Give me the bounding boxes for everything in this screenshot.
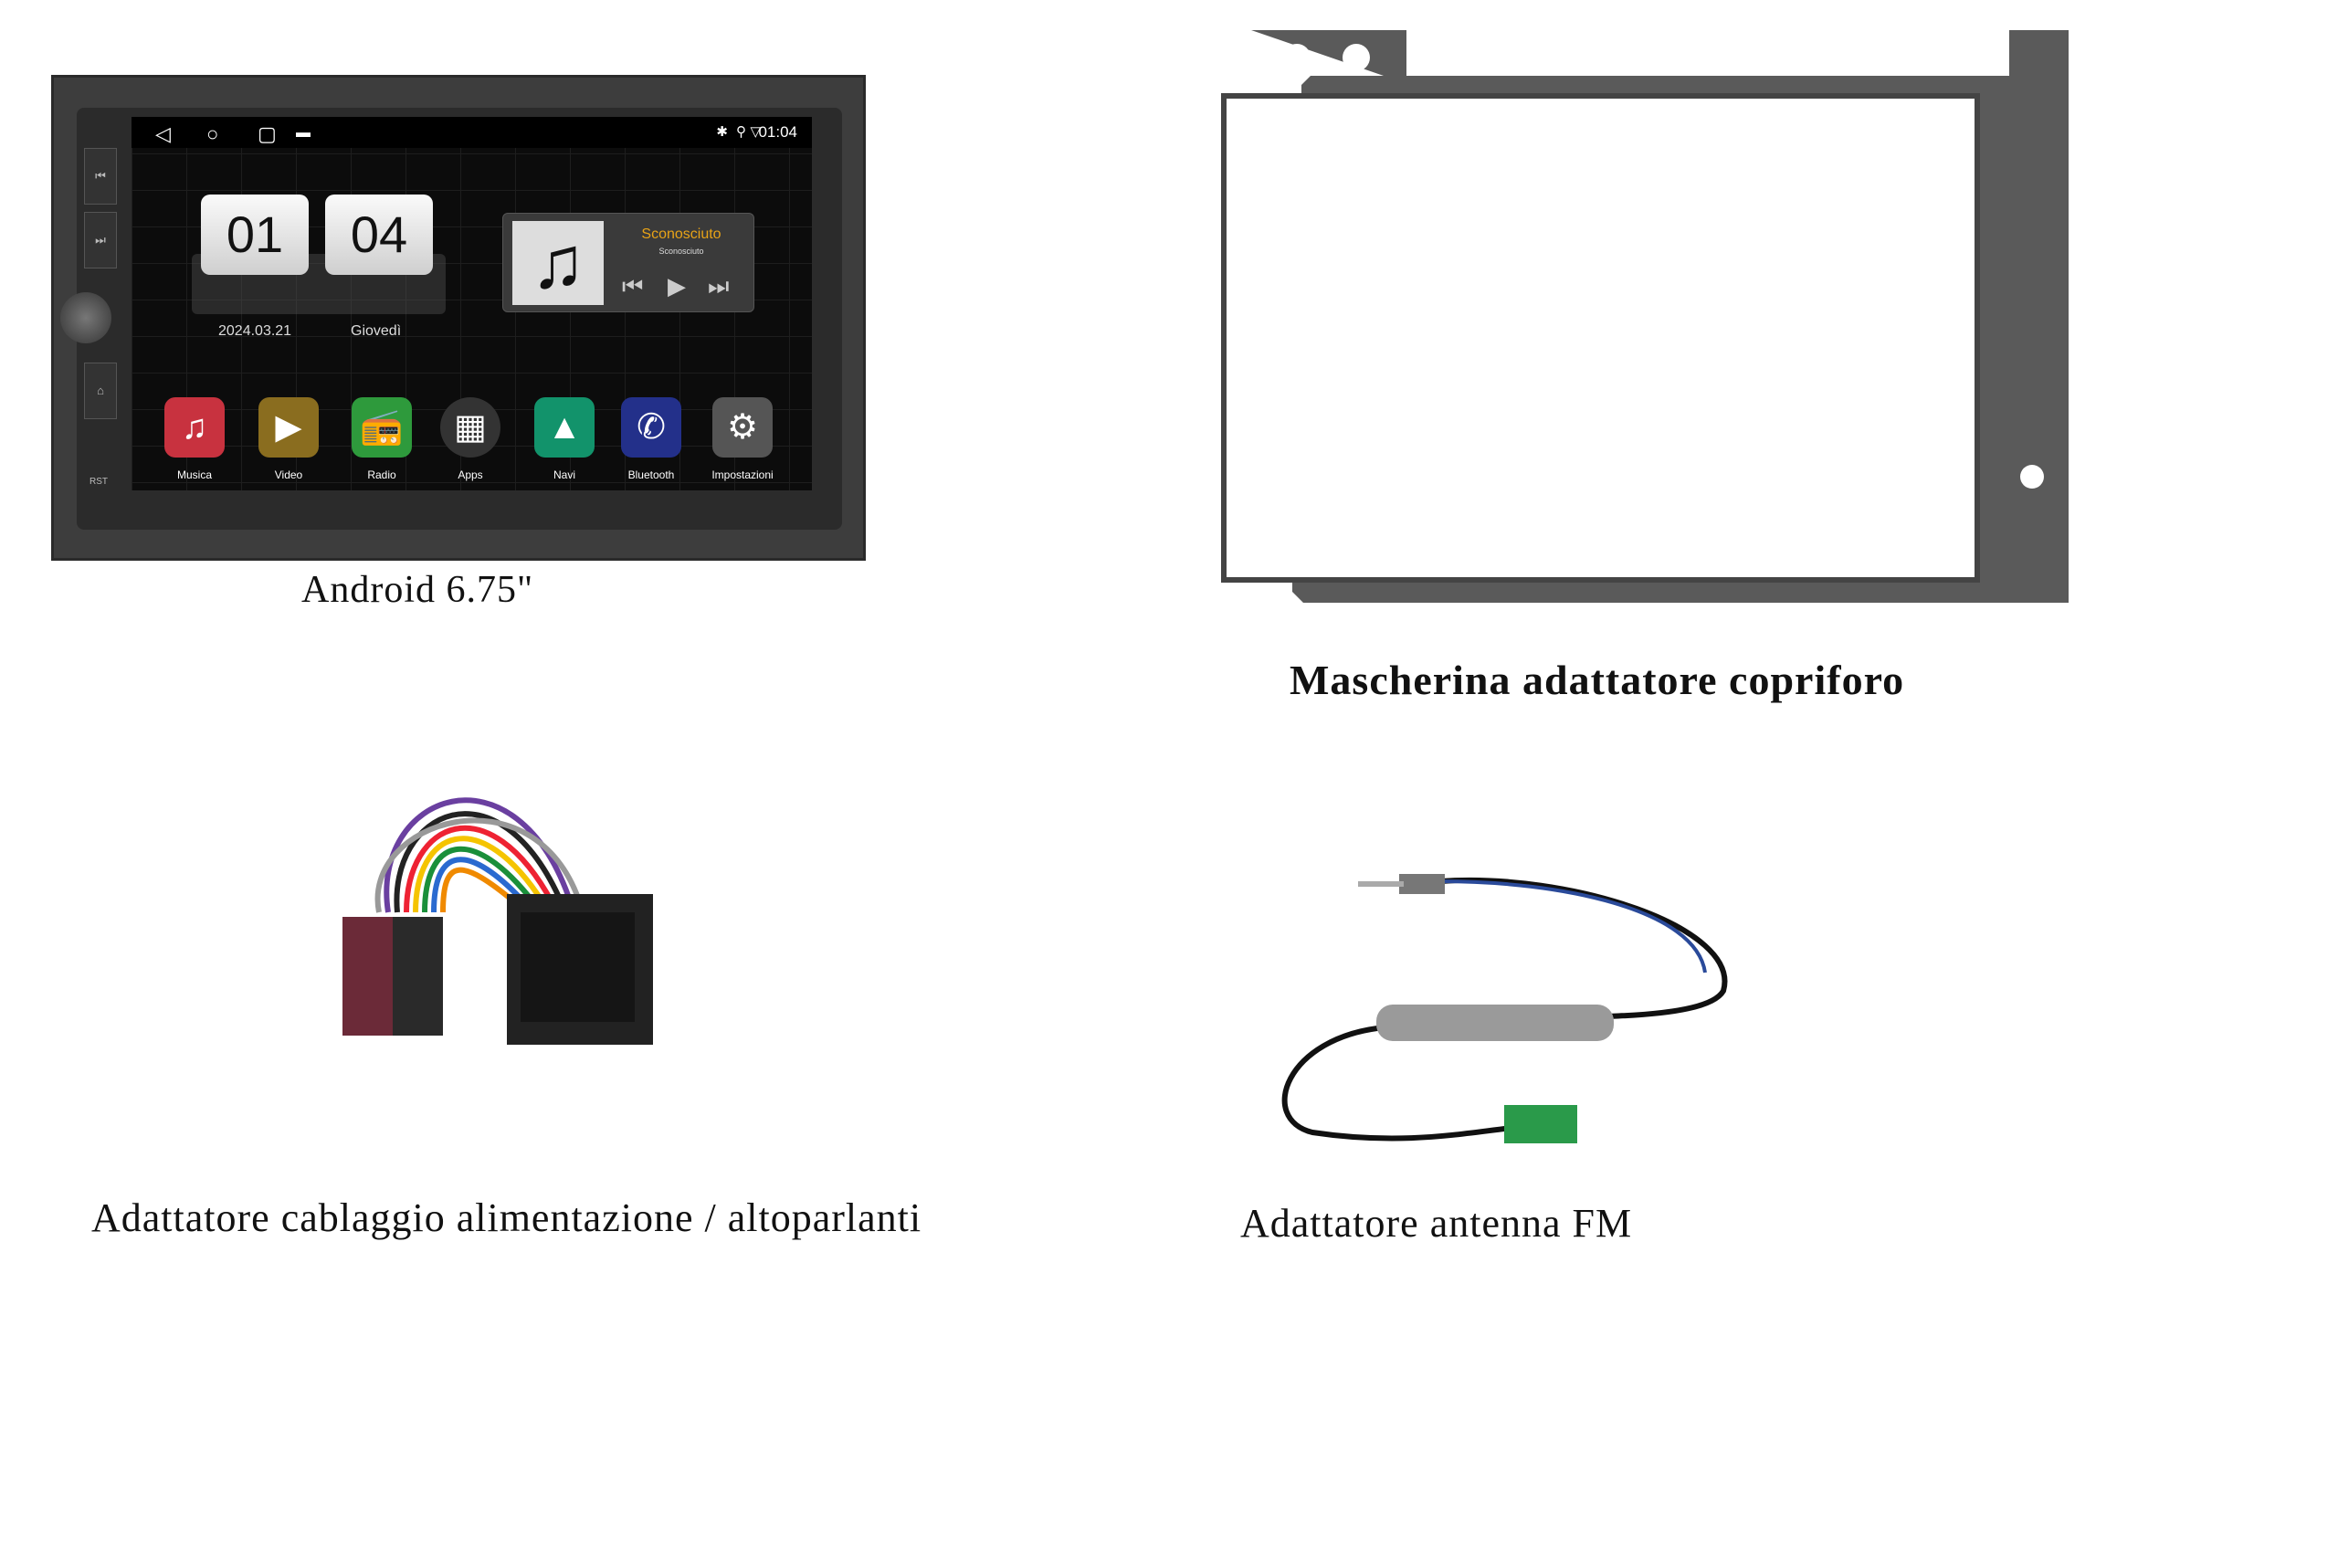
navi-icon: ▲ [534, 397, 595, 458]
home-icon: ○ [206, 122, 219, 145]
wifi-icon: ▽ [750, 124, 761, 140]
wiring-harness-photo [342, 797, 653, 1045]
music-artist: Sconosciuto [658, 247, 704, 256]
app-bluetooth[interactable]: ✆ Bluetooth [621, 397, 681, 481]
app-label: Musica [176, 468, 212, 481]
volume-knob-icon [60, 292, 111, 343]
dash-frame-photo [1150, 30, 2069, 603]
app-label: Impostazioni [711, 468, 774, 481]
music-note-icon: ♫ [512, 221, 604, 305]
back-icon: ◁ [155, 122, 171, 145]
bluetooth-icon: ✆ [621, 397, 681, 458]
status-time: 01:04 [758, 123, 797, 141]
prev-icon[interactable]: ⏮ [622, 272, 644, 300]
impostazioni-icon: ⚙ [712, 397, 773, 458]
status-bar: ◁ ○ ▢ ▬ ✱ ⚲ ▽ 01:04 [132, 117, 812, 148]
next-icon[interactable]: ⏭ [708, 272, 730, 300]
app-navi[interactable]: ▲ Navi [534, 397, 595, 481]
prev-track-button-icon: ⏮ [84, 148, 117, 205]
bluetooth-icon: ✱ [716, 124, 728, 140]
video-icon: ▶ [258, 397, 319, 458]
app-radio[interactable]: 📻 Radio [352, 397, 412, 481]
caption-android: Android 6.75" [301, 569, 534, 611]
app-impostazioni[interactable]: ⚙ Impostazioni [711, 397, 774, 481]
app-musica[interactable]: ♫ Musica [164, 397, 225, 481]
android-screen: ◁ ○ ▢ ▬ ✱ ⚲ ▽ 01:04 01 04 2024.03.21 Gio… [132, 117, 812, 490]
music-title: Sconosciuto [641, 226, 721, 242]
caption-frame: Mascherina adattatore copriforo [1290, 657, 1905, 703]
notification-icon: ▬ [296, 125, 311, 141]
reset-label: RST [90, 477, 108, 487]
clock-date: 2024.03.21 [218, 323, 292, 339]
radio-icon: 📻 [352, 397, 412, 458]
app-label: Video [274, 468, 303, 481]
clock-hour: 01 [201, 195, 309, 275]
caption-antenna: Adattatore antenna FM [1240, 1201, 1633, 1246]
recents-icon: ▢ [258, 122, 277, 145]
location-icon: ⚲ [736, 124, 746, 140]
app-label: Radio [367, 468, 396, 481]
apps-icon: ▦ [440, 397, 500, 458]
app-label: Apps [458, 468, 483, 481]
app-label: Bluetooth [627, 468, 675, 481]
musica-icon: ♫ [164, 397, 225, 458]
clock-day: Giovedì [351, 323, 402, 339]
next-track-button-icon: ⏭ [84, 212, 117, 268]
app-apps[interactable]: ▦ Apps [440, 397, 500, 481]
app-video[interactable]: ▶ Video [258, 397, 319, 481]
music-widget[interactable]: ♫ Sconosciuto Sconosciuto ⏮ ▶ ⏭ [502, 213, 754, 312]
fm-antenna-adapter-photo [1281, 874, 1728, 1143]
android-head-unit-photo: ⏮ ⏭ ⌂ RST ◁ ○ ▢ ▬ ✱ ⚲ ▽ 01:04 01 04 2024… [51, 75, 866, 561]
home-button-icon: ⌂ [84, 363, 117, 419]
clock-minute: 04 [325, 195, 433, 275]
app-label: Navi [553, 468, 575, 481]
caption-harness: Adattatore cablaggio alimentazione / alt… [91, 1195, 922, 1240]
play-icon[interactable]: ▶ [668, 272, 686, 300]
